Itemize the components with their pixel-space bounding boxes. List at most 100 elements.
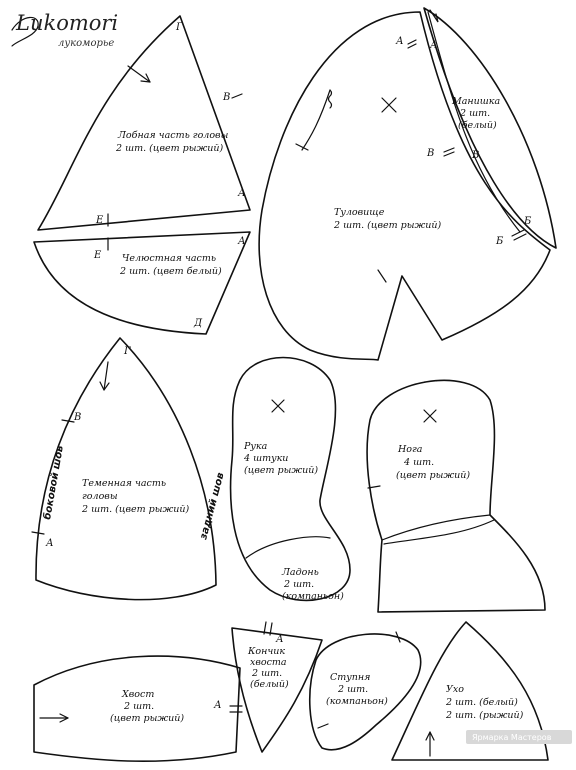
bib-label-qty: 2 шт. [459, 108, 490, 119]
leg-notch [367, 485, 381, 489]
bib-outline [423, 7, 557, 249]
forehead-outline [37, 15, 251, 231]
tail-label-qty: 2 шт. [123, 701, 154, 712]
bib-inner-line [427, 11, 521, 233]
forehead-notch [231, 93, 243, 99]
body-notch-2 [377, 269, 387, 283]
palm-label-name: Ладонь [281, 567, 319, 578]
body-placement-cross-icon [381, 97, 397, 113]
piece-body: А В Б Туловище 2 шт. (цвет рыжий) [258, 11, 551, 361]
body-notch-v [443, 147, 455, 157]
arm-outline [229, 356, 351, 602]
leg-label-color: (цвет рыжий) [396, 470, 470, 481]
forehead-mark-e: Е [95, 215, 104, 226]
foot-label-qty: 2 шт. [337, 684, 368, 695]
jaw-mark-a: А [237, 236, 246, 247]
bib-label-name: Манишка [451, 96, 500, 107]
leg-placement-cross-icon [423, 409, 437, 423]
piece-arm: Рука 4 штуки (цвет рыжий) Ладонь 2 шт. (… [229, 356, 351, 602]
bib-mark-a: А [429, 40, 438, 51]
body-mark-b: Б [495, 236, 504, 247]
tail-tip-outline [231, 627, 323, 753]
foot-notch-1 [395, 631, 401, 643]
leg-foot-line-1 [381, 514, 491, 541]
foot-label-color: (компаньон) [326, 696, 388, 707]
bib-grain-arrow-icon [429, 9, 439, 23]
forehead-label-name: Лобная часть головы [117, 130, 229, 141]
ear-outline [391, 621, 549, 761]
crown-notch-a [31, 531, 45, 535]
forehead-mark-a: А [237, 188, 246, 199]
jaw-mark-d: Д [193, 318, 203, 329]
brand-logo: Lukomori лукоморье [11, 11, 118, 49]
body-notch-1 [295, 143, 309, 151]
tail-label-name: Хвост [121, 689, 154, 700]
body-notch-a [407, 39, 417, 49]
body-outline [258, 11, 551, 361]
crown-outline [35, 337, 217, 601]
tail-tip-notch-a [263, 621, 273, 636]
crown-label-part: головы [82, 491, 118, 502]
piece-tail-tip: А Кончик хвоста 2 шт. (белый) [231, 621, 323, 753]
crown-label-qty: 2 шт. (цвет рыжий) [81, 504, 189, 515]
jaw-label-name: Челюстная часть [122, 253, 216, 264]
logo-subtitle: лукоморье [58, 38, 114, 49]
leg-outline [366, 379, 546, 613]
bib-mark-v: В [471, 150, 479, 161]
crown-label-name: Теменная часть [82, 478, 166, 489]
tail-tip-label-name: Кончик [247, 646, 285, 657]
crown-mark-g: Г [123, 346, 131, 357]
body-notch-b [511, 229, 527, 241]
tail-mark-a: А [213, 700, 222, 711]
ear-label-red: 2 шт. (рыжий) [445, 710, 524, 721]
watermark-text: Ярмарка Мастеров [472, 733, 552, 742]
palm-label-qty: 2 шт. [283, 579, 314, 590]
crown-mark-v: В [73, 412, 81, 423]
forehead-mark-g: Г [175, 22, 183, 33]
ear-label-name: Ухо [446, 684, 464, 695]
arm-label-qty: 4 штуки [243, 453, 288, 464]
forehead-label-qty: 2 шт. (цвет рыжий) [115, 143, 223, 154]
body-label-qty: 2 шт. (цвет рыжий) [333, 220, 441, 231]
body-mark-v: В [426, 148, 434, 159]
foot-notch-2 [317, 723, 329, 729]
arm-placement-cross-icon [271, 399, 285, 413]
tail-label-color: (цвет рыжий) [110, 713, 184, 724]
arm-label-name: Рука [243, 441, 268, 452]
body-mark-a: А [395, 36, 404, 47]
tail-tip-label-part: хвоста [250, 657, 287, 668]
ear-label-white: 2 шт. (белый) [445, 697, 518, 708]
crown-arrow-head-icon [99, 381, 110, 391]
tail-tip-label-color: (белый) [250, 679, 289, 690]
piece-crown: Г В А боковой шов задний шов Теменная ча… [31, 337, 227, 601]
piece-foot: Ступня 2 шт. (компаньон) [308, 631, 422, 751]
crown-side-seam-label: боковой шов [41, 445, 66, 521]
body-opening-zigzag [327, 89, 333, 109]
jaw-label-qty: 2 шт. (цвет белый) [119, 266, 222, 277]
crown-grain-arrow [103, 361, 109, 391]
leg-label-qty: 4 шт. [403, 457, 434, 468]
logo-swirl [11, 16, 39, 47]
foot-outline [308, 633, 422, 751]
watermark-bg [466, 730, 572, 744]
tail-outline [33, 655, 241, 763]
logo-brand: Lukomori [15, 11, 118, 35]
bib-mark-b: Б [523, 216, 532, 227]
piece-ear: Ухо 2 шт. (белый) 2 шт. (рыжий) [391, 621, 549, 761]
tail-tip-label-qty: 2 шт. [251, 668, 282, 679]
forehead-arrow-head-icon [140, 73, 151, 83]
piece-jaw: Е А Д Челюстная часть 2 шт. (цвет белый) [33, 231, 251, 335]
piece-leg: Нога 4 шт. (цвет рыжий) [366, 379, 546, 613]
body-label-name: Туловище [334, 207, 385, 218]
watermark: Ярмарка Мастеров [466, 730, 572, 744]
jaw-outline [33, 231, 251, 335]
foot-label-name: Ступня [330, 672, 370, 683]
piece-bib: А В Б Манишка 2 шт. (белый) [423, 7, 557, 249]
palm-label-color: (компаньон) [282, 591, 344, 602]
crown-notch-v [61, 419, 75, 423]
leg-label-name: Нога [397, 444, 423, 455]
tail-arrow-head-icon [59, 713, 69, 723]
ear-arrow-head-icon [425, 731, 435, 741]
jaw-mark-e: Е [93, 250, 102, 261]
